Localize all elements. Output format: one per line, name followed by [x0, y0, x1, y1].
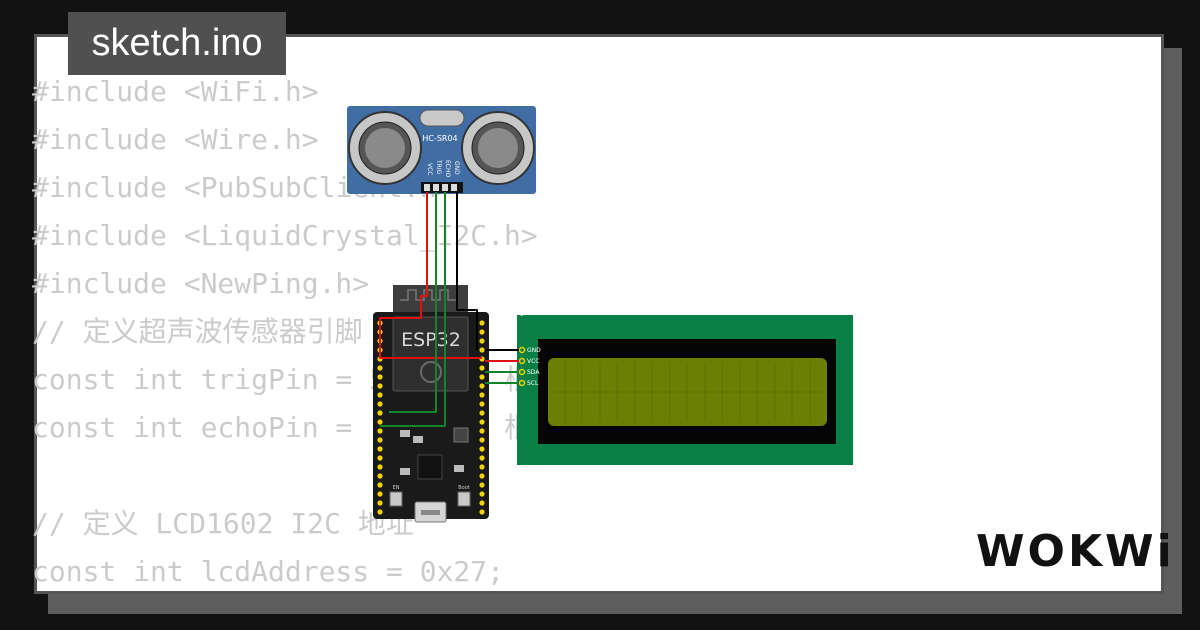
transducer-right [461, 111, 535, 185]
sensor-model-label: HC-SR04 [422, 134, 457, 143]
code-line: const int lcdAddress = 0x27; [32, 555, 505, 588]
code-line: #include <NewPing.h> [32, 267, 370, 300]
sensor-pin-label: VCC [426, 163, 433, 175]
sensor-pin-label: ECHO [444, 160, 451, 177]
lcd-pin-label: SDA [527, 369, 540, 376]
code-line: // 定义 LCD1602 I2C 地址 [32, 507, 414, 540]
boot-button-label: Boot [458, 485, 470, 491]
sensor-pin-header [421, 182, 463, 193]
code-line: #include <Wire.h> [32, 123, 319, 156]
wire-sensor-gnd [456, 192, 478, 350]
pin-column-left [377, 320, 383, 515]
wokwi-logo: WOKWi [976, 526, 1175, 577]
code-line: #include <LiquidCrystal_I2C.h> [32, 219, 538, 252]
crystal-oscillator [419, 109, 465, 127]
lcd-pin-one-label: 1 [520, 312, 523, 318]
preview-card [34, 34, 1164, 594]
ultrasonic-sensor[interactable]: HC-SR04 VCC TRIG ECHO GND [347, 106, 536, 194]
lcd-pin-holes [518, 346, 526, 387]
lcd-pin-label: GND [527, 347, 541, 354]
lcd-pin-label: VCC [527, 358, 539, 365]
transducer-left [348, 111, 422, 185]
esp32-label: ESP32 [401, 329, 461, 351]
code-line: #include <WiFi.h> [32, 75, 319, 108]
esp32-module [392, 316, 469, 392]
wire-sensor-vcc [379, 192, 482, 359]
lcd-char-grid [550, 362, 825, 422]
usb-uart-chip [417, 454, 443, 480]
esp32-board[interactable]: ESP32 EN Boot [373, 285, 489, 523]
lcd-1602[interactable]: 1 GND VCC SDA SCL [517, 312, 853, 465]
espressif-logo-icon [420, 361, 442, 383]
wires [379, 192, 519, 427]
file-title: sketch.ino [68, 12, 286, 75]
en-button-label: EN [393, 485, 400, 491]
boot-button[interactable] [457, 491, 471, 507]
wire-sensor-echo [380, 192, 446, 427]
sensor-pin-label: TRIG [435, 159, 442, 175]
code-line: // 定义超声波传感器引脚 [32, 315, 363, 348]
wire-sensor-trig [389, 192, 437, 413]
en-button[interactable] [389, 491, 403, 507]
sensor-pin-label: GND [453, 161, 460, 175]
lcd-pin-label: SCL [527, 380, 539, 387]
